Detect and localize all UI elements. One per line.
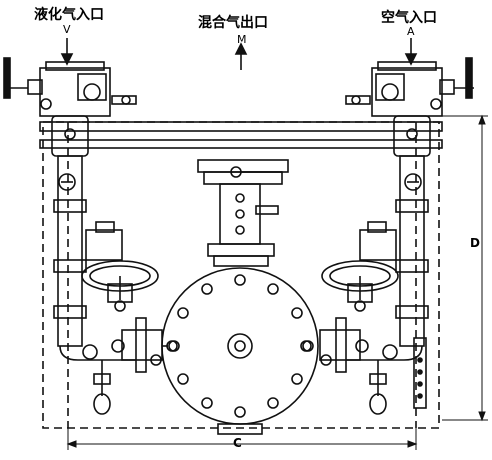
right-pressure-gauges [320,339,398,366]
label-mixed-gas-outlet: 混合气出口 [198,15,268,31]
inlet-arrow-liquefied-gas [60,38,74,66]
top-manifold-bar [39,115,443,157]
mixing-vessel [161,267,319,435]
right-flange-connection [302,317,361,373]
right-handwheel [321,260,399,312]
symbol-m: M [237,33,247,46]
center-outlet-riser [197,159,289,267]
left-flange-connection [121,317,178,373]
left-handwheel [81,260,159,312]
left-inlet-valve [3,57,137,117]
left-pressure-gauges [82,339,162,366]
label-air-inlet: 空气入口 [381,10,437,26]
inlet-arrow-air [404,38,418,66]
left-drain-valve [93,360,111,415]
outlet-arrow-mixed-gas [234,42,248,70]
right-drain-valve [369,360,387,415]
dimension-d [442,114,488,422]
symbol-d: D [470,236,480,250]
right-pipe-column [346,155,429,409]
left-pipe-column [53,155,136,361]
right-inlet-valve [345,57,474,117]
symbol-c: C [233,436,242,450]
dimension-c [66,428,418,450]
label-liquefied-gas-inlet: 液化气入口 [34,7,104,23]
symbol-v: V [63,23,71,36]
symbol-a: A [407,25,415,38]
